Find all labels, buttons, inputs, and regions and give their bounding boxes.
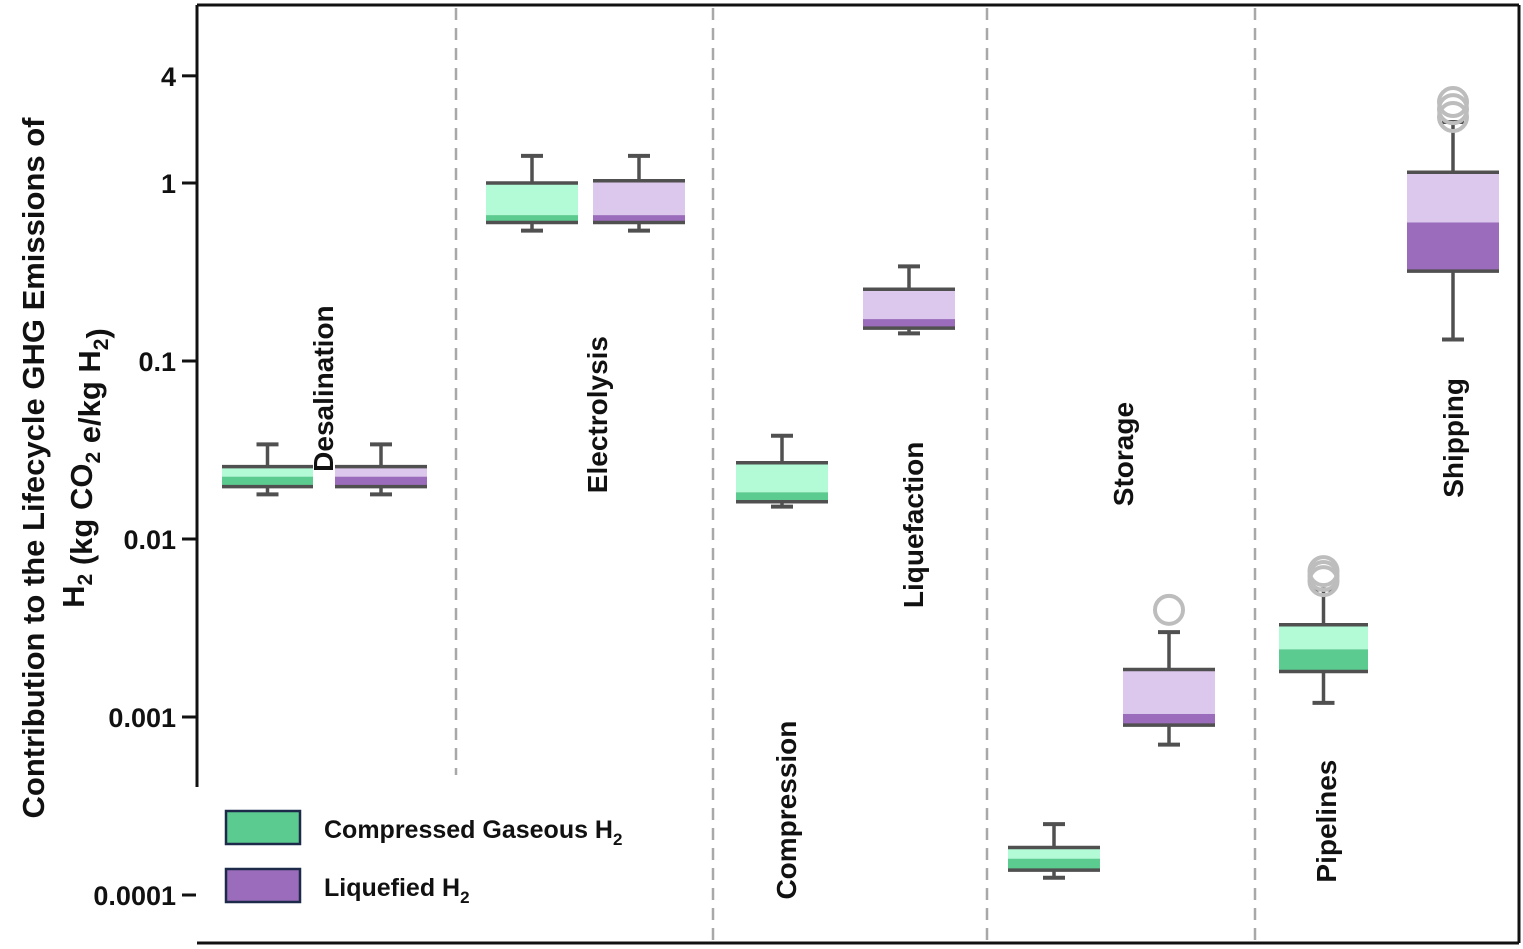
box-desalination-liquefied [335, 442, 427, 497]
y-tick-label: 0.1 [138, 347, 176, 377]
stage-label-liquefaction: Liquefaction [898, 442, 929, 608]
box-electrolysis-compressed [486, 153, 578, 233]
box-lower-half [593, 215, 685, 223]
box-lower-half [1407, 222, 1499, 272]
y-axis: 4 1 0.1 0.01 0.001 0.0001 [93, 62, 196, 911]
y-axis-title: Contribution to the Lifecycle GHG Emissi… [16, 117, 115, 819]
box-lower-half [486, 215, 578, 223]
box-upper-half [593, 180, 685, 216]
box-upper-half [222, 466, 313, 477]
legend-swatch-compressed [224, 809, 302, 846]
legend-label-liquefied: Liquefied H2 [324, 874, 470, 907]
box-storage-compressed [1008, 822, 1100, 880]
box-upper-half [1008, 847, 1100, 859]
stage-label-compression: Compression [771, 721, 802, 900]
box-upper-half [863, 289, 955, 320]
y-axis-title-line1: Contribution to the Lifecycle GHG Emissi… [16, 117, 51, 819]
box-upper-half [335, 466, 427, 477]
legend-swatch-liquefied [224, 867, 302, 904]
outlier-point [1437, 100, 1469, 133]
stage-label-pipelines: Pipelines [1311, 760, 1342, 883]
box-lower-half [863, 319, 955, 329]
stage-label-shipping: Shipping [1438, 378, 1469, 498]
box-upper-half [736, 462, 828, 493]
plot-frame [195, 3, 1521, 945]
outlier-point [1307, 555, 1340, 588]
box-lower-half [1279, 649, 1368, 672]
box-lower-half [736, 492, 828, 502]
y-axis-title-line2: H2 (kg CO2 e/kg H2) [56, 328, 115, 608]
legend-label-compressed: Compressed Gaseous H2 [324, 816, 622, 849]
outlier-point [1153, 593, 1185, 626]
stage-label-electrolysis: Electrolysis [582, 336, 613, 493]
box-electrolysis-liquefied [593, 153, 685, 233]
stage-label-storage: Storage [1108, 402, 1139, 506]
box-lower-half [1008, 858, 1100, 871]
y-tick-label: 1 [161, 169, 176, 199]
box-upper-half [1123, 669, 1215, 714]
box-lower-half [222, 476, 313, 487]
box-upper-half [1279, 624, 1368, 650]
stage-label-desalination: Desalination [308, 305, 339, 471]
box-desalination-compressed [222, 442, 313, 497]
box-shipping-liquefied [1407, 86, 1499, 342]
y-tick-label: 4 [161, 62, 176, 92]
box-liquefaction-liquefied [863, 264, 955, 336]
legend: Compressed Gaseous H2 Liquefied H2 [224, 809, 622, 907]
y-tick-label: 0.0001 [93, 881, 176, 911]
box-compression-compressed [736, 433, 828, 509]
box-upper-half [486, 183, 578, 216]
stage-dividers [454, 8, 1257, 943]
y-tick-label: 0.001 [108, 703, 176, 733]
outlier-point [1437, 86, 1469, 119]
box-plots [222, 86, 1499, 880]
box-lower-half [335, 476, 427, 487]
box-lower-half [1123, 713, 1215, 726]
box-pipelines-compressed [1279, 555, 1368, 705]
y-tick-label: 0.01 [123, 525, 176, 555]
box-upper-half [1407, 172, 1499, 223]
box-storage-liquefied [1123, 593, 1215, 747]
